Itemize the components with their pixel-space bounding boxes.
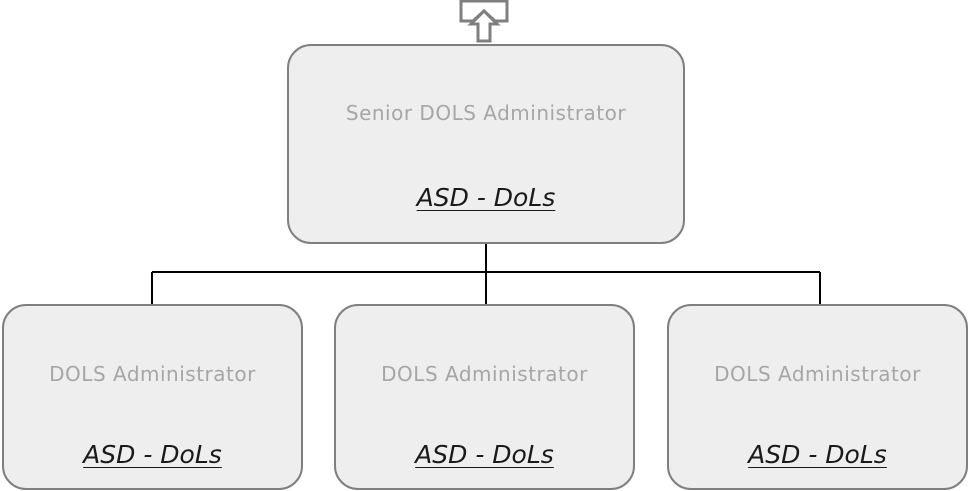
node-unit-link[interactable]: ASD - DoLs [748,440,887,469]
node-title: Senior DOLS Administrator [345,101,627,125]
node-title: DOLS Administrator [381,362,588,386]
org-node-child[interactable]: DOLS Administrator ASD - DoLs [667,304,968,490]
org-node-child[interactable]: DOLS Administrator ASD - DoLs [2,304,303,490]
node-title: DOLS Administrator [714,362,921,386]
org-node-root[interactable]: Senior DOLS Administrator ASD - DoLs [287,44,685,244]
node-unit-link[interactable]: ASD - DoLs [416,183,556,212]
node-title: DOLS Administrator [49,362,256,386]
org-node-child[interactable]: DOLS Administrator ASD - DoLs [334,304,635,490]
node-unit-link[interactable]: ASD - DoLs [83,440,222,469]
up-arrow-icon[interactable] [459,0,509,44]
node-unit-link[interactable]: ASD - DoLs [415,440,554,469]
